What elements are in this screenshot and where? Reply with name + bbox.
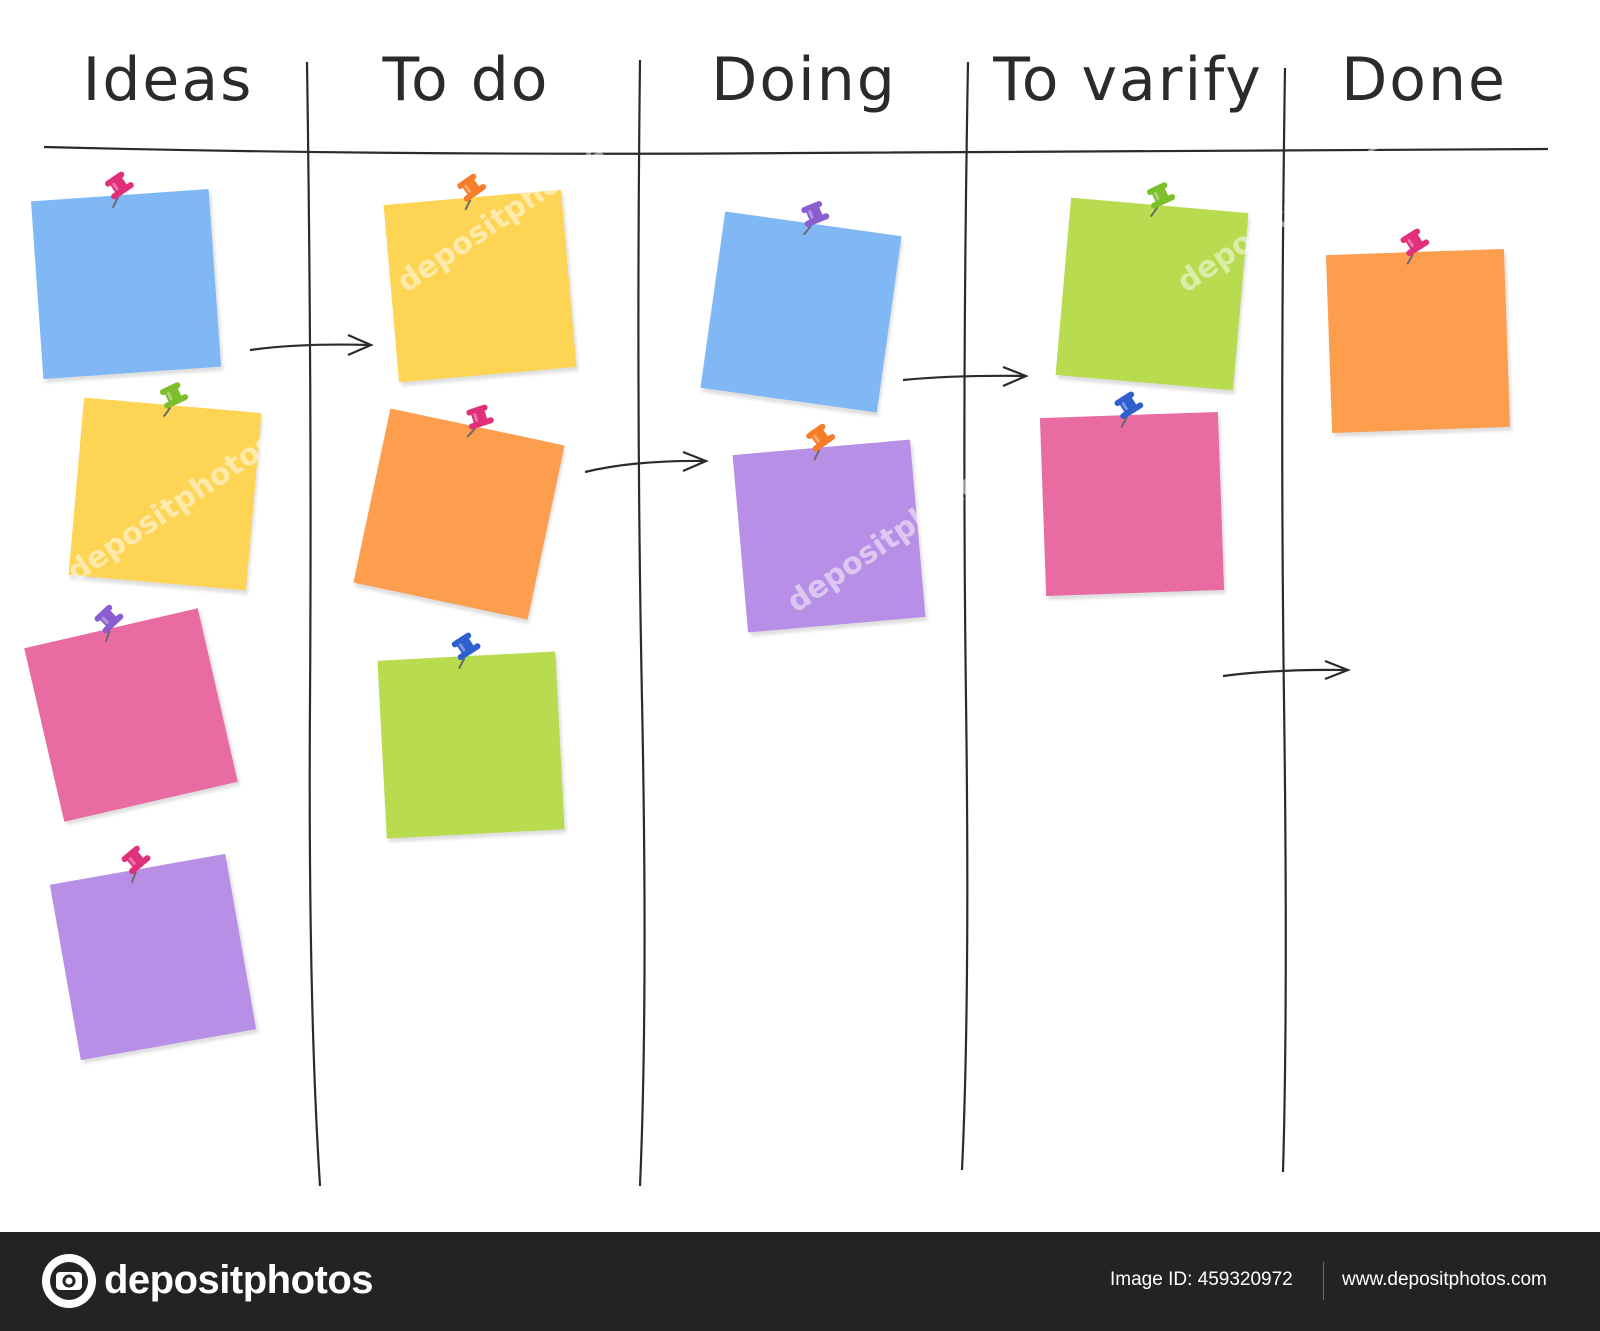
push-pin-icon (121, 845, 151, 883)
push-pin-icon (1114, 391, 1144, 428)
push-pin-icon (1146, 182, 1176, 218)
sticky-note[interactable] (732, 423, 926, 633)
push-pin-icon (159, 382, 189, 418)
push-pin-icon (1400, 228, 1430, 265)
sticky-note[interactable] (1325, 228, 1511, 434)
push-pin-icon (466, 404, 494, 438)
sticky-note[interactable] (31, 171, 221, 379)
push-pin-icon (801, 201, 830, 236)
column-divider (960, 61, 970, 1171)
site-url-link[interactable]: www.depositphotos.com (1342, 1269, 1547, 1290)
column-title-ideas: Ideas (82, 45, 254, 115)
push-pin-icon (457, 173, 487, 211)
brand-logo-text[interactable]: depositphotos (104, 1258, 374, 1302)
sticky-note[interactable] (1055, 182, 1249, 391)
arrow-icon (584, 450, 709, 474)
kanban-board: Ideas To do Doing To varify Done deposit… (24, 45, 1549, 1187)
push-pin-icon (806, 423, 836, 461)
sticky-note[interactable] (377, 632, 565, 839)
column-title-done: Done (1341, 45, 1507, 115)
sticky-note[interactable] (353, 404, 565, 620)
image-id-label: Image ID: 459320972 (1110, 1269, 1293, 1290)
arrow-icon (902, 365, 1029, 388)
header-line (43, 145, 1549, 155)
arrow-icon (249, 333, 374, 357)
column-title-to-varify: To varify (993, 45, 1263, 115)
column-title-doing: Doing (711, 45, 897, 115)
sticky-note[interactable] (68, 382, 262, 591)
sticky-note[interactable] (1039, 391, 1225, 597)
column-divider (305, 61, 322, 1187)
column-divider (637, 59, 646, 1187)
column-divider (1281, 67, 1287, 1173)
sticky-note[interactable] (700, 201, 902, 413)
arrow-icon (1222, 659, 1352, 681)
sticky-note[interactable] (24, 604, 238, 822)
push-pin-icon (94, 604, 124, 643)
footer-divider (1323, 1262, 1324, 1300)
board-grid-lines (43, 59, 1549, 1187)
footer-bar: depositphotos Image ID: 459320972 www.de… (0, 1232, 1600, 1331)
sticky-note[interactable] (383, 173, 577, 383)
push-pin-icon (105, 171, 134, 209)
push-pin-icon (451, 632, 481, 669)
camera-icon[interactable] (40, 1252, 98, 1310)
sticky-note[interactable] (49, 845, 257, 1061)
column-title-to-do: To do (382, 45, 550, 115)
